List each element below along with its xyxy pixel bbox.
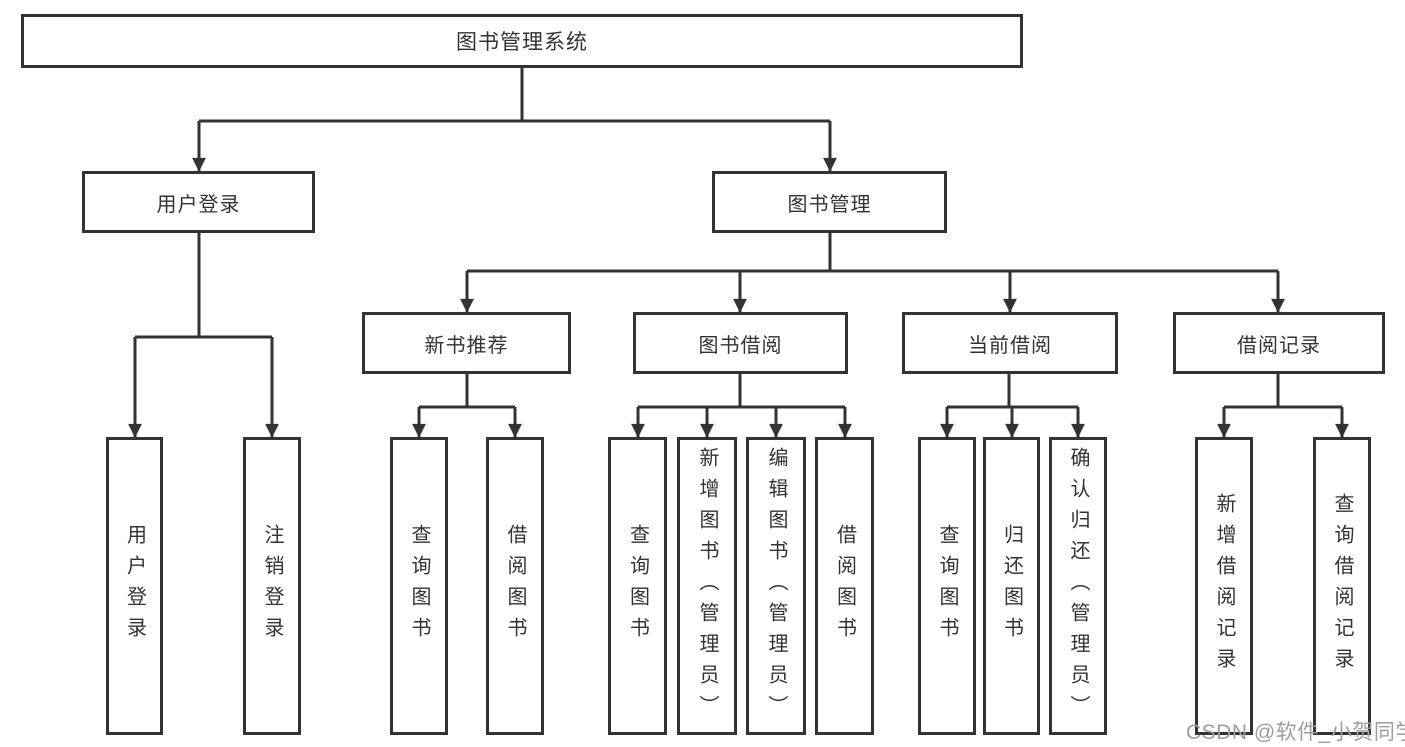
node-label: 用户登录 xyxy=(156,193,241,216)
leaf-user-login: 用户登录 xyxy=(106,437,163,735)
node-label: 当前借阅 xyxy=(968,334,1052,357)
leaf-label: 用户登录 xyxy=(123,524,146,648)
node-label: 图书管理 xyxy=(787,193,872,216)
leaf-current-query-books: 查询图书 xyxy=(918,437,976,735)
leaf-borrowing-edit-books-admin: 编辑图书（管理员） xyxy=(746,437,806,735)
node-label: 借阅记录 xyxy=(1237,334,1321,357)
node-user-login: 用户登录 xyxy=(82,171,315,233)
leaf-label: 编辑图书（管理员） xyxy=(765,446,787,726)
node-library-management-system: 图书管理系统 xyxy=(21,14,1023,68)
node-label: 新书推荐 xyxy=(424,334,509,357)
node-new-book-recommend: 新书推荐 xyxy=(362,312,571,374)
leaf-borrowing-add-books-admin: 新增图书（管理员） xyxy=(677,437,737,735)
leaf-label: 归还图书 xyxy=(1000,524,1023,648)
leaf-recommend-borrow-books: 借阅图书 xyxy=(486,437,544,735)
leaf-records-query-borrow-record: 查询借阅记录 xyxy=(1313,437,1371,735)
leaf-borrowing-query-books: 查询图书 xyxy=(608,437,667,735)
leaf-current-return-books: 归还图书 xyxy=(983,437,1040,735)
node-book-borrowing: 图书借阅 xyxy=(633,312,848,374)
leaf-label: 查询图书 xyxy=(408,524,430,648)
leaf-records-add-borrow-record: 新增借阅记录 xyxy=(1195,437,1253,735)
leaf-borrowing-borrow-books: 借阅图书 xyxy=(815,437,874,735)
leaf-label: 注销登录 xyxy=(261,524,283,648)
leaf-current-confirm-return-admin: 确认归还（管理员） xyxy=(1049,437,1107,735)
leaf-recommend-query-books: 查询图书 xyxy=(390,437,448,735)
leaf-label: 查询借阅记录 xyxy=(1331,493,1353,679)
csdn-watermark: CSDN @软件_小贺同学 xyxy=(1186,721,1405,744)
leaf-label: 借阅图书 xyxy=(504,524,526,648)
leaf-label: 借阅图书 xyxy=(833,524,856,648)
node-book-management: 图书管理 xyxy=(712,171,947,233)
leaf-label: 查询图书 xyxy=(936,524,958,648)
leaf-logout: 注销登录 xyxy=(243,437,301,735)
node-label: 图书管理系统 xyxy=(456,31,588,54)
leaf-label: 新增图书（管理员） xyxy=(696,446,718,726)
leaf-label: 新增借阅记录 xyxy=(1213,493,1235,679)
leaf-label: 确认归还（管理员） xyxy=(1067,446,1089,726)
node-borrowing-records: 借阅记录 xyxy=(1173,312,1385,374)
node-current-borrowing: 当前借阅 xyxy=(902,312,1118,374)
leaf-label: 查询图书 xyxy=(626,524,649,648)
node-label: 图书借阅 xyxy=(698,334,783,357)
